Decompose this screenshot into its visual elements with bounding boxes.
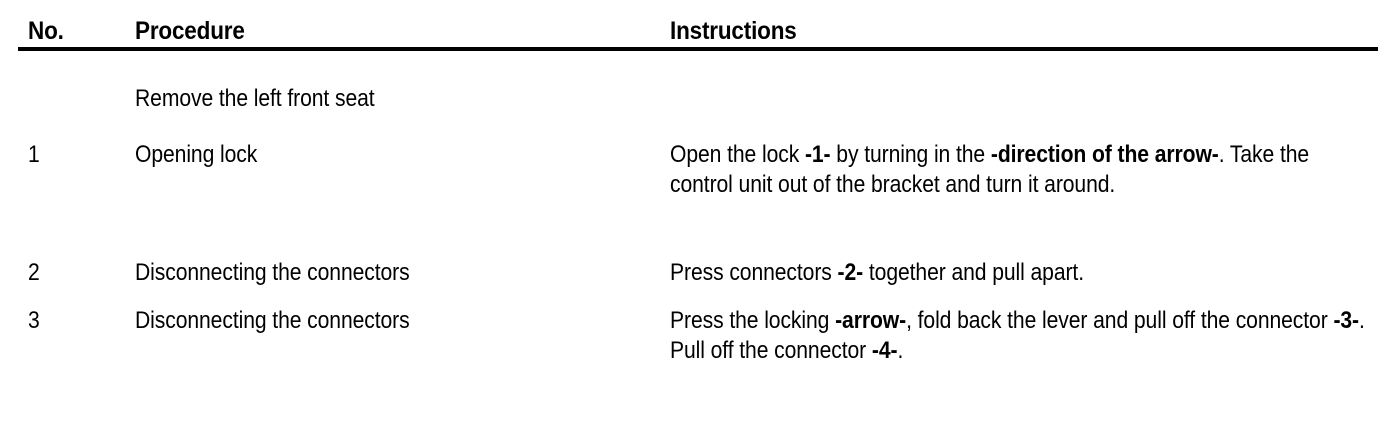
row-number: 3 (28, 307, 40, 334)
callout-reference: -direction of the arrow- (990, 141, 1219, 168)
row-procedure: Remove the left front seat (135, 85, 375, 112)
row-procedure: Opening lock (135, 141, 258, 168)
row-instructions: Press the locking -arrow-, fold back the… (670, 306, 1365, 366)
row-number: 1 (28, 141, 40, 168)
callout-reference: -4- (871, 337, 898, 364)
header-divider-rule (18, 47, 1378, 51)
instruction-text: Press the locking (670, 307, 836, 334)
row-procedure: Disconnecting the connectors (135, 259, 410, 286)
instruction-text: Open the lock (670, 141, 805, 168)
instruction-text: Press connectors (670, 259, 838, 286)
callout-reference: -2- (837, 259, 864, 286)
callout-reference: -arrow- (835, 307, 907, 334)
column-header-no: No. (28, 17, 64, 45)
column-header-procedure: Procedure (135, 17, 245, 45)
callout-reference: -1- (804, 141, 831, 168)
instruction-text: together and pull apart. (863, 259, 1084, 286)
column-header-instructions: Instructions (670, 17, 797, 45)
instruction-text: . (1358, 307, 1365, 334)
instruction-text: . Take the control unit out of the brack… (670, 141, 1310, 198)
instruction-text: Pull off the connector (670, 337, 872, 364)
row-number: 2 (28, 259, 40, 286)
row-instructions: Open the lock -1- by turning in the -dir… (670, 140, 1365, 200)
instruction-text: by turning in the (830, 141, 991, 168)
callout-reference: -3- (1333, 307, 1359, 334)
table-header: No. Procedure Instructions (0, 0, 1392, 48)
row-instructions: Press connectors -2- together and pull a… (670, 258, 1365, 288)
row-procedure: Disconnecting the connectors (135, 307, 410, 334)
instruction-text: . (897, 337, 904, 364)
instruction-text: , fold back the lever and pull off the c… (906, 307, 1334, 334)
